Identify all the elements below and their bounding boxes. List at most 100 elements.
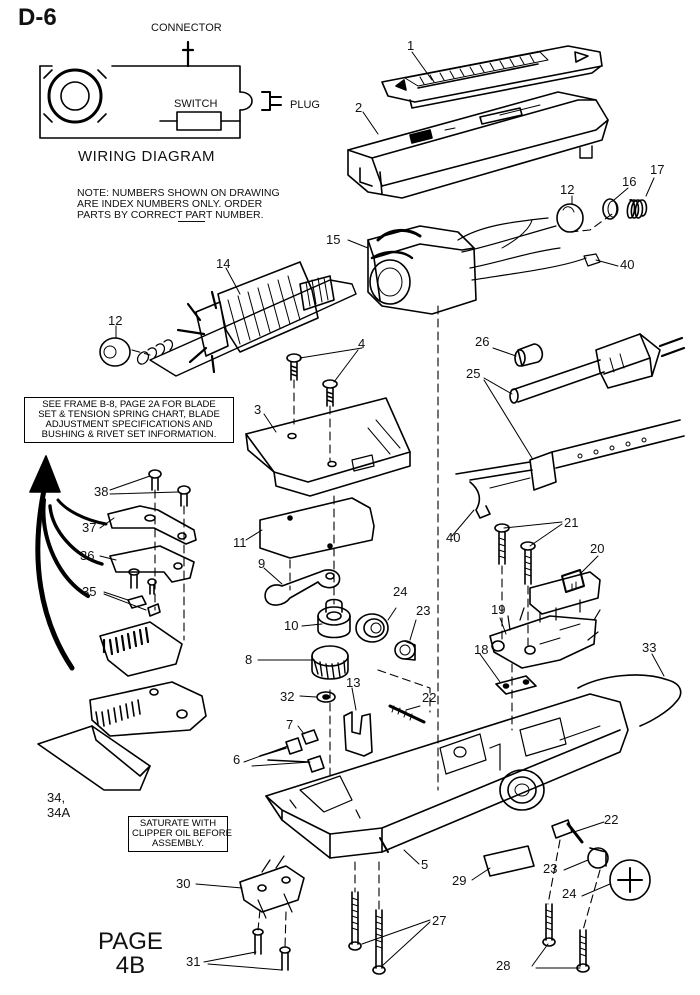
part-31-screws [252, 928, 291, 971]
part-22-spring-lower [551, 819, 584, 844]
part-17-spring [626, 199, 648, 219]
callout-17: 17 [650, 162, 665, 177]
assembly-arrowhead [29, 455, 61, 493]
callout-14: 14 [216, 256, 231, 271]
callout-40-lower: 40 [446, 530, 461, 545]
callout-6: 6 [233, 752, 241, 767]
callout-30: 30 [176, 876, 191, 891]
part-29-label [483, 845, 535, 877]
blade-cutter [99, 621, 183, 677]
part-40-terminal-lower [469, 481, 491, 519]
part-23-button-lower [587, 847, 609, 869]
callout-32: 32 [280, 689, 295, 704]
part-28-screws [542, 903, 590, 973]
callout-13: 13 [346, 675, 361, 690]
part-24-spring-upper [355, 613, 389, 643]
callout-11: 11 [233, 535, 247, 550]
callout-23-lower: 23 [543, 861, 558, 876]
callout-24-lower: 24 [562, 886, 577, 901]
part-8-gear [311, 645, 349, 680]
part-32-washer [316, 691, 336, 703]
part-26-cap [514, 343, 544, 367]
part-36-plate [109, 545, 195, 583]
oil-note: SATURATE WITH CLIPPER OIL BEFORE ASSEMBL… [128, 816, 232, 852]
callout-21: 21 [564, 515, 579, 530]
alignment-lines [131, 213, 613, 949]
part-24-cap-lower [609, 859, 651, 901]
wiring-diagram [39, 40, 282, 139]
callout-20: 20 [590, 541, 605, 556]
wiring-connector-label: CONNECTOR [151, 22, 222, 34]
callout-4: 4 [358, 336, 366, 351]
page-label: PAGE 4B [98, 928, 163, 979]
callout-22-upper: 22 [422, 690, 437, 705]
callout-7: 7 [286, 717, 294, 732]
part-27-screws [348, 891, 386, 975]
leader-lines [99, 51, 665, 971]
callout-40-upper: 40 [620, 257, 635, 272]
callout-38: 38 [94, 484, 109, 499]
part-5-lower-housing [265, 693, 629, 859]
callout-3: 3 [254, 402, 262, 417]
callout-8: 8 [245, 652, 253, 667]
callout-29: 29 [452, 873, 467, 888]
wiring-switch-label: SWITCH [174, 98, 218, 110]
part-13-bracket [343, 711, 373, 757]
callout-23-upper: 23 [416, 603, 431, 618]
callout-22-lower: 22 [604, 812, 619, 827]
part-35-screws [127, 568, 161, 617]
part-4-screws [286, 353, 338, 407]
callout-2: 2 [355, 100, 363, 115]
part-3-cover [245, 397, 411, 497]
callout-12-right: 12 [560, 182, 575, 197]
index-number-note: NOTE: NUMBERS SHOWN ON DRAWING ARE INDEX… [77, 187, 280, 221]
part-7-block [301, 729, 319, 745]
part-15-field-assembly [367, 217, 601, 315]
part-23-button-upper [394, 640, 416, 661]
callout-28: 28 [496, 958, 511, 973]
part-19-switch-mount [489, 607, 601, 669]
part-12-bearing-left [99, 337, 131, 367]
wiring-diagram-title: WIRING DIAGRAM [78, 148, 215, 165]
callout-36: 36 [80, 548, 95, 563]
part-1-top-plate [381, 45, 603, 109]
callout-1: 1 [407, 38, 415, 53]
callout-16: 16 [622, 174, 637, 189]
part-16-washer [602, 198, 619, 220]
part-12-bearing-right [556, 203, 584, 233]
part-18-plate [495, 675, 537, 695]
part-25-cord [455, 333, 686, 491]
part-2-upper-housing [347, 91, 609, 199]
frame-id: D-6 [18, 4, 57, 31]
callout-37: 37 [82, 520, 97, 535]
callout-33: 33 [642, 640, 657, 655]
callout-12-left: 12 [108, 313, 123, 328]
callout-25: 25 [466, 366, 481, 381]
callout-10: 10 [284, 618, 299, 633]
part-37-tension-spring [107, 505, 197, 545]
callout-26: 26 [475, 334, 490, 349]
callout-34: 34, 34A [47, 790, 71, 820]
callout-27: 27 [432, 913, 447, 928]
part-38-screws [148, 469, 191, 507]
blade-comb [89, 681, 207, 737]
frame-reference-note: SEE FRAME B-8, PAGE 2A FOR BLADE SET & T… [24, 397, 234, 443]
callout-15: 15 [326, 232, 341, 247]
part-33-wire [577, 674, 682, 727]
part-21-screws [494, 523, 536, 585]
part-underline [178, 221, 205, 222]
callout-24-upper: 24 [393, 584, 408, 599]
part-10-bushing [317, 598, 351, 639]
callout-31: 31 [186, 954, 201, 969]
part-22-spring-upper [388, 704, 426, 724]
part-11-gasket [259, 497, 375, 559]
callout-35: 35 [82, 584, 97, 599]
assembly-arrows [35, 487, 108, 671]
part-14-armature [136, 261, 357, 377]
callout-5: 5 [421, 857, 429, 872]
callout-19: 19 [491, 602, 506, 617]
callout-9: 9 [258, 556, 266, 571]
callout-18: 18 [474, 642, 489, 657]
part-6-pads [259, 737, 325, 773]
